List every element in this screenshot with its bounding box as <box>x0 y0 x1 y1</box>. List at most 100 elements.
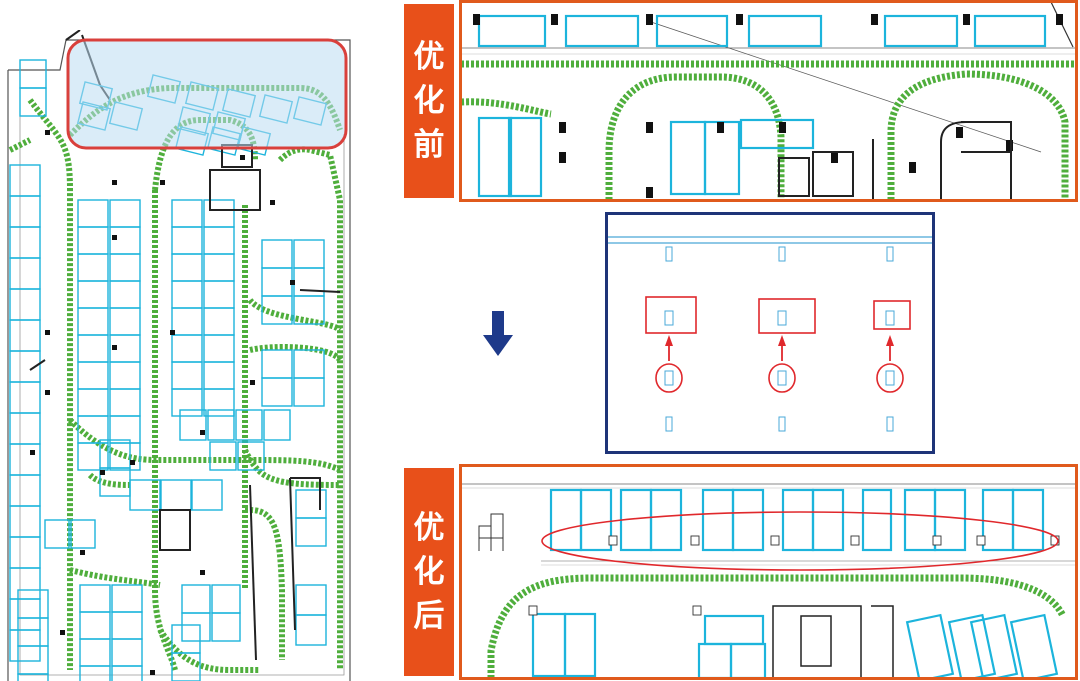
parking-space <box>9 598 41 631</box>
parking-space <box>171 307 203 336</box>
parking-space <box>191 479 223 511</box>
column <box>100 470 105 475</box>
parking-space <box>181 612 211 642</box>
parking-space <box>109 415 141 444</box>
column-relocation-detail <box>605 212 935 454</box>
parking-space <box>295 614 327 646</box>
column <box>1056 14 1063 25</box>
parking-space <box>77 307 109 336</box>
column <box>30 450 35 455</box>
relocation-arrowhead <box>665 335 673 346</box>
column <box>956 127 963 138</box>
parking-space <box>1011 488 1045 552</box>
parking-space <box>203 199 235 228</box>
parking-space <box>171 334 203 363</box>
column <box>646 187 653 198</box>
column <box>112 180 117 185</box>
parking-space <box>203 361 235 390</box>
column <box>160 180 165 185</box>
parking-space <box>263 409 291 441</box>
parking-space <box>109 253 141 282</box>
parking-space <box>549 488 583 552</box>
parking-space <box>44 519 70 549</box>
parking-space <box>781 488 815 552</box>
new-position-box <box>758 298 816 334</box>
old-column-circle <box>655 363 683 393</box>
column <box>646 14 653 25</box>
column <box>200 570 205 575</box>
parking-space <box>181 584 211 614</box>
parking-space <box>109 307 141 336</box>
parking-space <box>729 642 767 678</box>
parking-space <box>477 116 513 198</box>
column-old-position <box>777 370 787 386</box>
column <box>932 535 942 546</box>
parking-space <box>17 673 49 681</box>
parking-space <box>649 488 683 552</box>
column <box>473 14 480 25</box>
parking-space <box>261 239 293 269</box>
parking-space <box>171 361 203 390</box>
column <box>240 155 245 160</box>
relocation-arrowhead <box>886 335 894 346</box>
parking-space <box>701 488 735 552</box>
parking-space <box>261 267 293 297</box>
column <box>831 152 838 163</box>
stair <box>478 513 504 551</box>
drive-lanes <box>8 85 343 673</box>
parking-space <box>171 253 203 282</box>
structural-columns <box>30 130 295 675</box>
parking-space <box>70 519 96 549</box>
column <box>692 605 702 616</box>
parking-space <box>9 505 41 538</box>
column <box>150 670 155 675</box>
parking-space <box>293 239 325 269</box>
parking-space <box>77 280 109 309</box>
parking-space <box>9 319 41 352</box>
parking-space <box>111 611 143 640</box>
parking-space <box>17 617 49 647</box>
label-before-optimization: 优 化 前 <box>404 4 454 198</box>
parking-space <box>171 624 201 654</box>
parking-space <box>203 307 235 336</box>
label-after-char-3: 后 <box>413 598 445 634</box>
new-position-box <box>645 296 697 334</box>
parking-space <box>261 295 293 325</box>
parking-space <box>171 199 203 228</box>
parking-space <box>171 280 203 309</box>
parking-space <box>111 638 143 667</box>
down-arrow-icon <box>483 311 513 356</box>
column <box>559 122 566 133</box>
column <box>170 330 175 335</box>
new-position-box <box>873 300 911 330</box>
parking-space <box>293 295 325 325</box>
column <box>1006 140 1013 151</box>
detail-columns <box>645 246 911 432</box>
inner-wall <box>19 66 345 676</box>
parking-space <box>77 334 109 363</box>
parking-space <box>564 14 640 48</box>
column <box>528 605 538 616</box>
core-rooms <box>772 605 894 678</box>
after-optimization-plan <box>461 466 1076 678</box>
parking-space <box>563 612 597 678</box>
parking-space <box>9 474 41 507</box>
parking-space <box>9 164 41 197</box>
parking-space <box>171 388 203 417</box>
column <box>551 14 558 25</box>
parking-space <box>9 288 41 321</box>
parking-space <box>739 118 815 150</box>
column <box>646 122 653 133</box>
column-new-position <box>664 310 674 326</box>
parking-space <box>203 280 235 309</box>
parking-space <box>9 567 41 600</box>
parking-space <box>261 377 293 407</box>
parking-space <box>697 642 733 678</box>
column <box>45 390 50 395</box>
column <box>200 430 205 435</box>
column <box>80 550 85 555</box>
parking-space <box>19 59 47 89</box>
parking-space <box>655 14 729 48</box>
floor-plan-drawing <box>7 30 351 681</box>
dimension-line <box>650 21 1042 153</box>
